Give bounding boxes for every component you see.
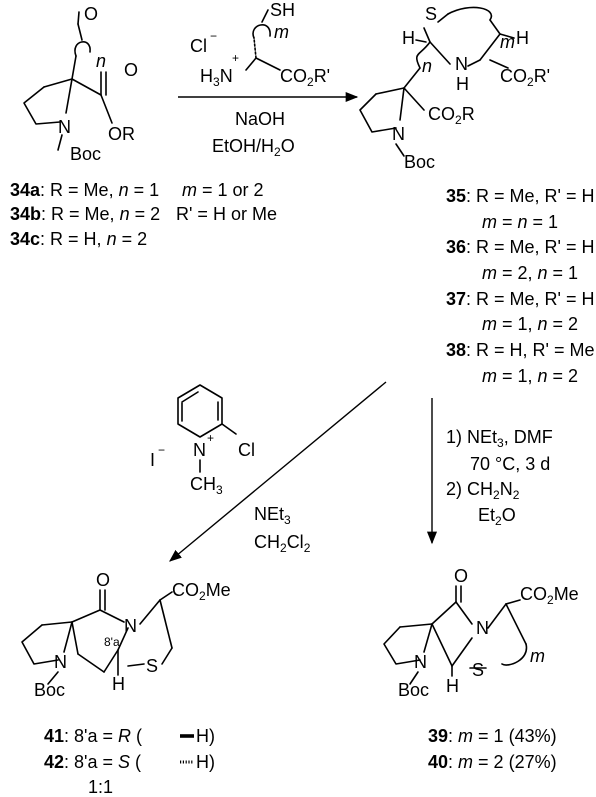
reagent-mukaiyama: Cl N + CH3 I −	[150, 384, 255, 497]
svg-text:+: +	[232, 51, 239, 65]
atom-o-aldehyde: O	[84, 4, 98, 24]
svg-text:O: O	[96, 570, 110, 590]
structure-35: S m N H H H CO2R' n CO2R N Boc	[359, 4, 550, 172]
svg-text:CO2R': CO2R'	[500, 66, 550, 89]
svg-text:N: N	[392, 124, 405, 144]
cond-naoh: NaOH	[235, 109, 285, 129]
svg-text:S: S	[472, 660, 484, 680]
svg-text:H: H	[446, 676, 459, 696]
svg-text:H): H)	[196, 752, 215, 772]
cond-ch2cl2: CH2Cl2	[254, 532, 311, 555]
cond-etoh: EtOH/H2O	[212, 136, 295, 159]
svg-text:R' = H or Me: R' = H or Me	[176, 204, 277, 224]
svg-text:m: m	[274, 22, 289, 42]
svg-text:m = 2, n = 1: m = 2, n = 1	[482, 263, 578, 283]
structure-41: CO2Me O N 8'a S H N Boc	[21, 570, 231, 700]
svg-text:40: m = 2 (27%): 40: m = 2 (27%)	[428, 752, 557, 772]
svg-text:S: S	[146, 656, 158, 676]
cond-step1: 1) NEt3, DMF	[446, 427, 553, 450]
svg-text:CO2Me: CO2Me	[172, 580, 231, 603]
svg-text:8'a: 8'a	[104, 635, 120, 649]
svg-text:N: N	[414, 652, 427, 672]
svg-text:−: −	[158, 443, 165, 457]
svg-text:CH3: CH3	[190, 474, 223, 497]
svg-text:H): H)	[196, 726, 215, 746]
svg-text:m = 1, n = 2: m = 1, n = 2	[482, 366, 578, 386]
svg-text:n: n	[422, 56, 432, 76]
labels-35-38: 35: R = Me, R' = H m = n = 1 36: R = Me,…	[446, 186, 595, 386]
svg-text:O: O	[454, 566, 468, 586]
svg-text:N: N	[193, 440, 206, 460]
svg-text:42: 8'a = S (: 42: 8'a = S (	[44, 752, 141, 772]
labels-34: 34a: R = Me, n = 1 34b: R = Me, n = 2 34…	[10, 180, 277, 249]
svg-text:CO2R: CO2R	[428, 104, 475, 127]
svg-text:Boc: Boc	[398, 680, 429, 700]
svg-text:36: R = Me, R' = H: 36: R = Me, R' = H	[446, 237, 595, 257]
cond-step2: 2) CH2N2	[446, 479, 520, 502]
svg-text:N: N	[54, 652, 67, 672]
reagent-cysteine-salt: Cl − H3N + SH m CO2R'	[190, 0, 330, 89]
svg-text:m = 1, n = 2: m = 1, n = 2	[482, 314, 578, 334]
svg-text:H: H	[112, 674, 125, 694]
svg-text:m = 1 or 2: m = 1 or 2	[182, 180, 264, 200]
labels-39-40: 39: m = 1 (43%) 40: m = 2 (27%)	[428, 726, 557, 772]
atom-boc: Boc	[70, 144, 101, 164]
labels-41-42: 41: 8'a = R ( H) 42: 8'a = S ( H) 1:1	[44, 726, 215, 797]
cond-step2b: Et2O	[478, 505, 516, 528]
svg-text:34c: R = H, n = 2: 34c: R = H, n = 2	[10, 229, 147, 249]
svg-text:34a: R = Me, n = 1: 34a: R = Me, n = 1	[10, 180, 159, 200]
svg-text:+: +	[207, 431, 214, 445]
svg-text:m: m	[530, 646, 545, 666]
svg-text:37: R = Me, R' = H: 37: R = Me, R' = H	[446, 289, 595, 309]
svg-text:SH: SH	[270, 0, 295, 20]
svg-text:39: m = 1 (43%): 39: m = 1 (43%)	[428, 726, 557, 746]
svg-text:35: R = Me, R' = H: 35: R = Me, R' = H	[446, 186, 595, 206]
arrow-step2-left	[169, 381, 387, 562]
svg-text:38: R = H, R' = Me: 38: R = H, R' = Me	[446, 340, 595, 360]
svg-text:H: H	[456, 74, 469, 94]
svg-text:CO2R': CO2R'	[280, 66, 330, 89]
svg-text:S: S	[425, 4, 437, 24]
svg-text:H: H	[516, 28, 529, 48]
atom-n: N	[58, 117, 71, 137]
svg-text:41: 8'a = R (: 41: 8'a = R (	[44, 726, 142, 746]
svg-text:H: H	[402, 28, 415, 48]
label-n-loop: n	[96, 51, 106, 71]
svg-text:Boc: Boc	[404, 152, 435, 172]
svg-text:Cl: Cl	[238, 440, 255, 460]
svg-text:N: N	[455, 54, 468, 74]
atom-o-carbonyl: O	[124, 60, 138, 80]
svg-text:I: I	[150, 450, 155, 470]
structure-34: N Boc O n O OR	[23, 4, 138, 164]
svg-text:CO2Me: CO2Me	[520, 584, 579, 607]
cond-step1b: 70 °C, 3 d	[470, 454, 550, 474]
svg-text:34b: R = Me, n = 2: 34b: R = Me, n = 2	[10, 204, 160, 224]
atom-or: OR	[108, 124, 135, 144]
svg-text:m = n = 1: m = n = 1	[482, 212, 558, 232]
svg-text:H3N: H3N	[200, 66, 233, 89]
svg-text:N: N	[476, 618, 489, 638]
svg-text:1:1: 1:1	[88, 777, 113, 797]
structure-39: CO2Me m O N S H N Boc	[383, 566, 579, 700]
cond-net3: NEt3	[254, 504, 291, 527]
svg-text:Cl: Cl	[190, 36, 207, 56]
svg-text:−: −	[210, 29, 217, 43]
svg-text:N: N	[124, 616, 137, 636]
svg-text:Boc: Boc	[34, 680, 65, 700]
